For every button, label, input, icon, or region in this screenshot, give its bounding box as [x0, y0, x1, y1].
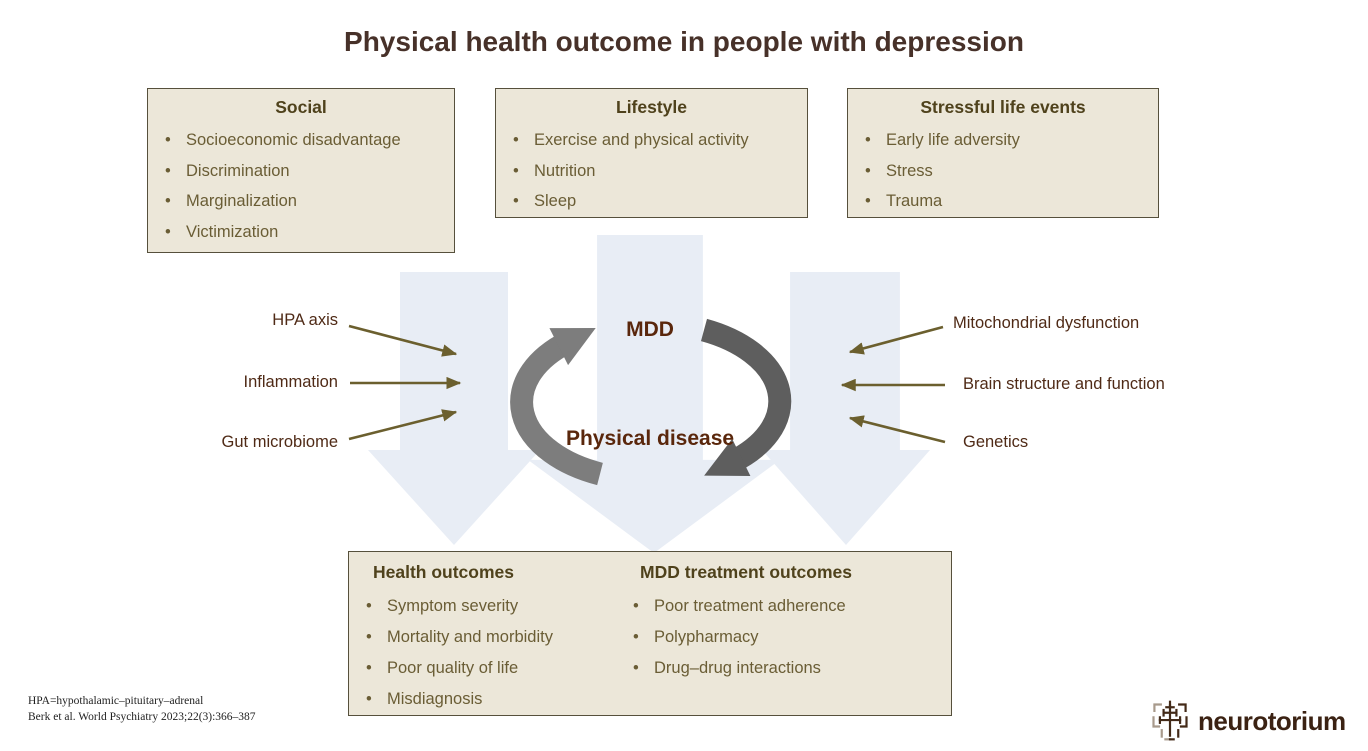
- logo-wordmark: neurotorium: [1198, 705, 1346, 736]
- list-item: Misdiagnosis: [361, 684, 616, 715]
- lifestyle-panel-title: Lifestyle: [616, 97, 687, 117]
- list-item: Stress: [860, 156, 1158, 187]
- footnote-abbreviation: HPA=hypothalamic–pituitary–adrenal: [28, 695, 204, 707]
- health-outcomes-title: Health outcomes: [373, 562, 514, 582]
- lifestyle-panel: Lifestyle Exercise and physical activity…: [495, 88, 808, 218]
- stressful-panel-title: Stressful life events: [920, 97, 1086, 117]
- health-outcomes-column: Health outcomes Symptom severity Mortali…: [349, 552, 616, 715]
- list-item: Victimization: [160, 217, 454, 248]
- list-item: Drug–drug interactions: [628, 653, 951, 684]
- list-item: Exercise and physical activity: [508, 125, 807, 156]
- footnote-citation: Berk et al. World Psychiatry 2023;22(3):…: [28, 711, 256, 723]
- factor-genetics: Genetics: [963, 433, 1029, 451]
- down-arrow-right: [762, 272, 930, 545]
- list-item: Nutrition: [508, 156, 807, 187]
- footnote: HPA=hypothalamic–pituitary–adrenal Berk …: [28, 693, 256, 725]
- factor-brain-structure-function: Brain structure and function: [963, 375, 1165, 393]
- stressful-panel-list: Early life adversity Stress Trauma: [848, 125, 1158, 217]
- outcomes-panel: Health outcomes Symptom severity Mortali…: [348, 551, 952, 716]
- factor-gut-microbiome: Gut microbiome: [221, 433, 338, 451]
- list-item: Mortality and morbidity: [361, 622, 616, 653]
- list-item: Discrimination: [160, 156, 454, 187]
- neurotorium-logo-icon: [1152, 700, 1188, 741]
- social-panel-list: Socioeconomic disadvantage Discriminatio…: [148, 125, 454, 247]
- mdd-treatment-outcomes-list: Poor treatment adherence Polypharmacy Dr…: [616, 591, 951, 684]
- social-panel: Social Socioeconomic disadvantage Discri…: [147, 88, 455, 253]
- list-item: Marginalization: [160, 186, 454, 217]
- lifestyle-panel-list: Exercise and physical activity Nutrition…: [496, 125, 807, 217]
- down-arrow-middle: [528, 235, 780, 553]
- list-item: Poor quality of life: [361, 653, 616, 684]
- list-item: Polypharmacy: [628, 622, 951, 653]
- mdd-treatment-outcomes-column: MDD treatment outcomes Poor treatment ad…: [616, 552, 951, 715]
- neurotorium-logo: neurotorium: [1148, 698, 1358, 744]
- health-outcomes-list: Symptom severity Mortality and morbidity…: [349, 591, 616, 715]
- factor-inflammation: Inflammation: [243, 373, 338, 391]
- factor-hpa-axis: HPA axis: [272, 311, 338, 329]
- mdd-label: MDD: [626, 318, 674, 341]
- down-arrow-left: [368, 272, 540, 545]
- list-item: Symptom severity: [361, 591, 616, 622]
- physical-disease-label: Physical disease: [565, 427, 735, 450]
- list-item: Socioeconomic disadvantage: [160, 125, 454, 156]
- list-item: Sleep: [508, 186, 807, 217]
- list-item: Early life adversity: [860, 125, 1158, 156]
- page-title: Physical health outcome in people with d…: [344, 26, 1024, 57]
- stressful-life-events-panel: Stressful life events Early life adversi…: [847, 88, 1159, 218]
- list-item: Poor treatment adherence: [628, 591, 951, 622]
- social-panel-title: Social: [275, 97, 327, 117]
- factor-mitochondrial-dysfunction: Mitochondrial dysfunction: [953, 314, 1140, 332]
- list-item: Trauma: [860, 186, 1158, 217]
- mdd-treatment-outcomes-title: MDD treatment outcomes: [640, 562, 852, 582]
